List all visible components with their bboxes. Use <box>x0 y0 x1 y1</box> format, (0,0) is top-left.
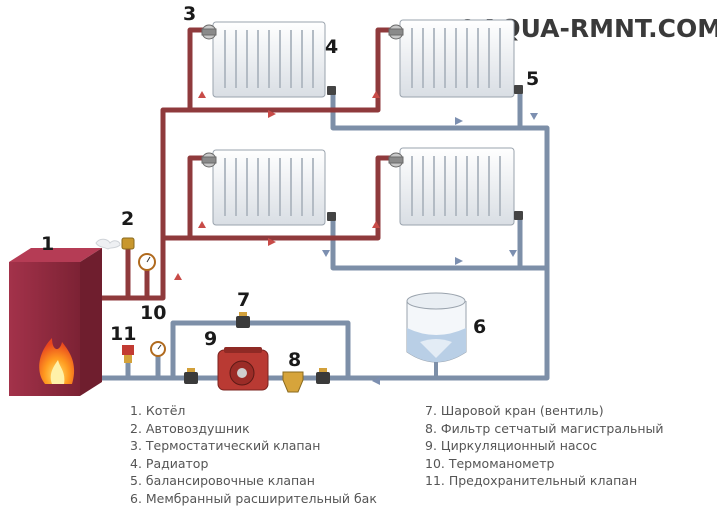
expansion-tank <box>406 292 467 378</box>
radiator-top-left <box>212 21 326 98</box>
balancing-valve-icon <box>327 85 523 221</box>
flame-icon <box>39 338 75 384</box>
steam-icon <box>95 238 121 250</box>
legend-item: 2. Автовоздушник <box>130 420 250 436</box>
legend-item: 8. Фильтр сетчатый магистральный <box>425 420 664 436</box>
supply-pipes <box>97 27 395 301</box>
callout-9: 9 <box>204 328 217 350</box>
callout-3: 3 <box>183 3 196 25</box>
callout-8: 8 <box>288 349 301 371</box>
legend-item: 10. Термоманометр <box>425 455 555 471</box>
air-vent <box>95 237 135 250</box>
circulation-pump <box>217 347 269 391</box>
return-pipes <box>97 89 550 381</box>
legend-item: 9. Циркуляционный насос <box>425 438 597 453</box>
legend-item: 6. Мембранный расширительный бак <box>130 490 377 506</box>
ball-valve-icon <box>184 312 330 384</box>
callout-11: 11 <box>110 323 136 345</box>
safety-valve-icon <box>122 345 134 363</box>
callout-2: 2 <box>121 208 134 230</box>
legend-item: 3. Термостатический клапан <box>130 438 321 453</box>
legend-item: 1. Котёл <box>130 403 186 418</box>
supply-flow-arrows <box>174 91 380 280</box>
callout-1: 1 <box>41 233 54 255</box>
legend-item: 5. балансировочные клапан <box>130 473 315 488</box>
callout-4: 4 <box>325 36 338 58</box>
callout-numbers: 1 2 3 4 5 6 7 8 9 10 11 <box>41 3 539 371</box>
legend-item: 7. Шаровой кран (вентиль) <box>425 403 604 418</box>
strainer-filter-icon <box>282 371 304 393</box>
callout-5: 5 <box>526 68 539 90</box>
legend-right: 7. Шаровой кран (вентиль) 8. Фильтр сетч… <box>425 402 664 490</box>
callout-7: 7 <box>237 289 250 311</box>
callout-6: 6 <box>473 316 486 338</box>
boiler <box>9 248 102 396</box>
radiator-bottom-left <box>212 149 326 226</box>
thermomanometer-icon <box>138 253 166 357</box>
legend-item: 11. Предохранительный клапан <box>425 473 638 488</box>
thermostatic-valve-icon <box>201 24 404 168</box>
radiator-top-right <box>399 19 515 98</box>
radiator-bottom-right <box>399 147 515 226</box>
legend-item: 4. Радиатор <box>130 455 209 471</box>
return-flow-arrows <box>322 113 538 385</box>
legend-left: 1. Котёл 2. Автовоздушник 3. Термостатич… <box>130 402 377 507</box>
callout-10: 10 <box>140 302 166 324</box>
